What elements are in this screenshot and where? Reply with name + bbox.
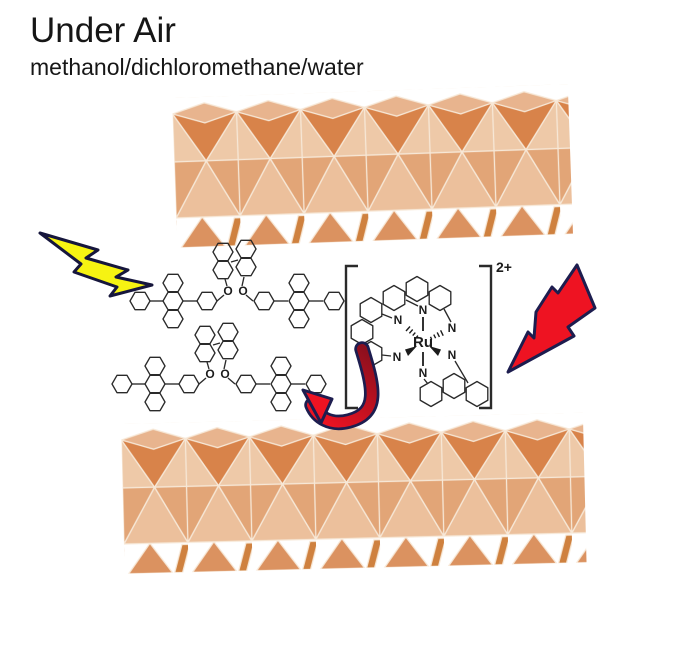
right-bracket bbox=[479, 264, 493, 410]
red-lightning-icon bbox=[506, 263, 597, 374]
curved-arrow-icon bbox=[301, 341, 380, 431]
nitrogen-label: N bbox=[394, 313, 403, 327]
octahedra-layer-top bbox=[172, 84, 573, 248]
nitrogen-label: N bbox=[448, 321, 457, 335]
yellow-lightning-icon bbox=[38, 231, 154, 298]
nitrogen-label: N bbox=[448, 348, 457, 362]
oxygen-label: O bbox=[223, 284, 232, 298]
page-title: Under Air bbox=[30, 11, 176, 50]
left-bracket bbox=[344, 264, 358, 410]
ru-coordination-bonds bbox=[405, 317, 444, 366]
solvent-subtitle: methanol/dichloromethane/water bbox=[30, 54, 364, 80]
charge-label: 2+ bbox=[496, 259, 512, 275]
octahedra-layer-bottom bbox=[120, 412, 587, 574]
nitrogen-label: N bbox=[393, 350, 402, 364]
ru-phenanthroline-complex: 2+ bbox=[344, 259, 512, 410]
nitrogen-label: N bbox=[419, 366, 428, 380]
phenanthroline-ligands bbox=[350, 275, 489, 408]
ruthenium-label: Ru bbox=[413, 334, 433, 351]
nitrogen-label: N bbox=[419, 303, 428, 317]
molecule-1-binaphthyl-anthracene: O O bbox=[129, 239, 345, 329]
oxygen-label: O bbox=[238, 284, 247, 298]
molecule-2-binaphthyl-anthracene bbox=[112, 323, 326, 410]
